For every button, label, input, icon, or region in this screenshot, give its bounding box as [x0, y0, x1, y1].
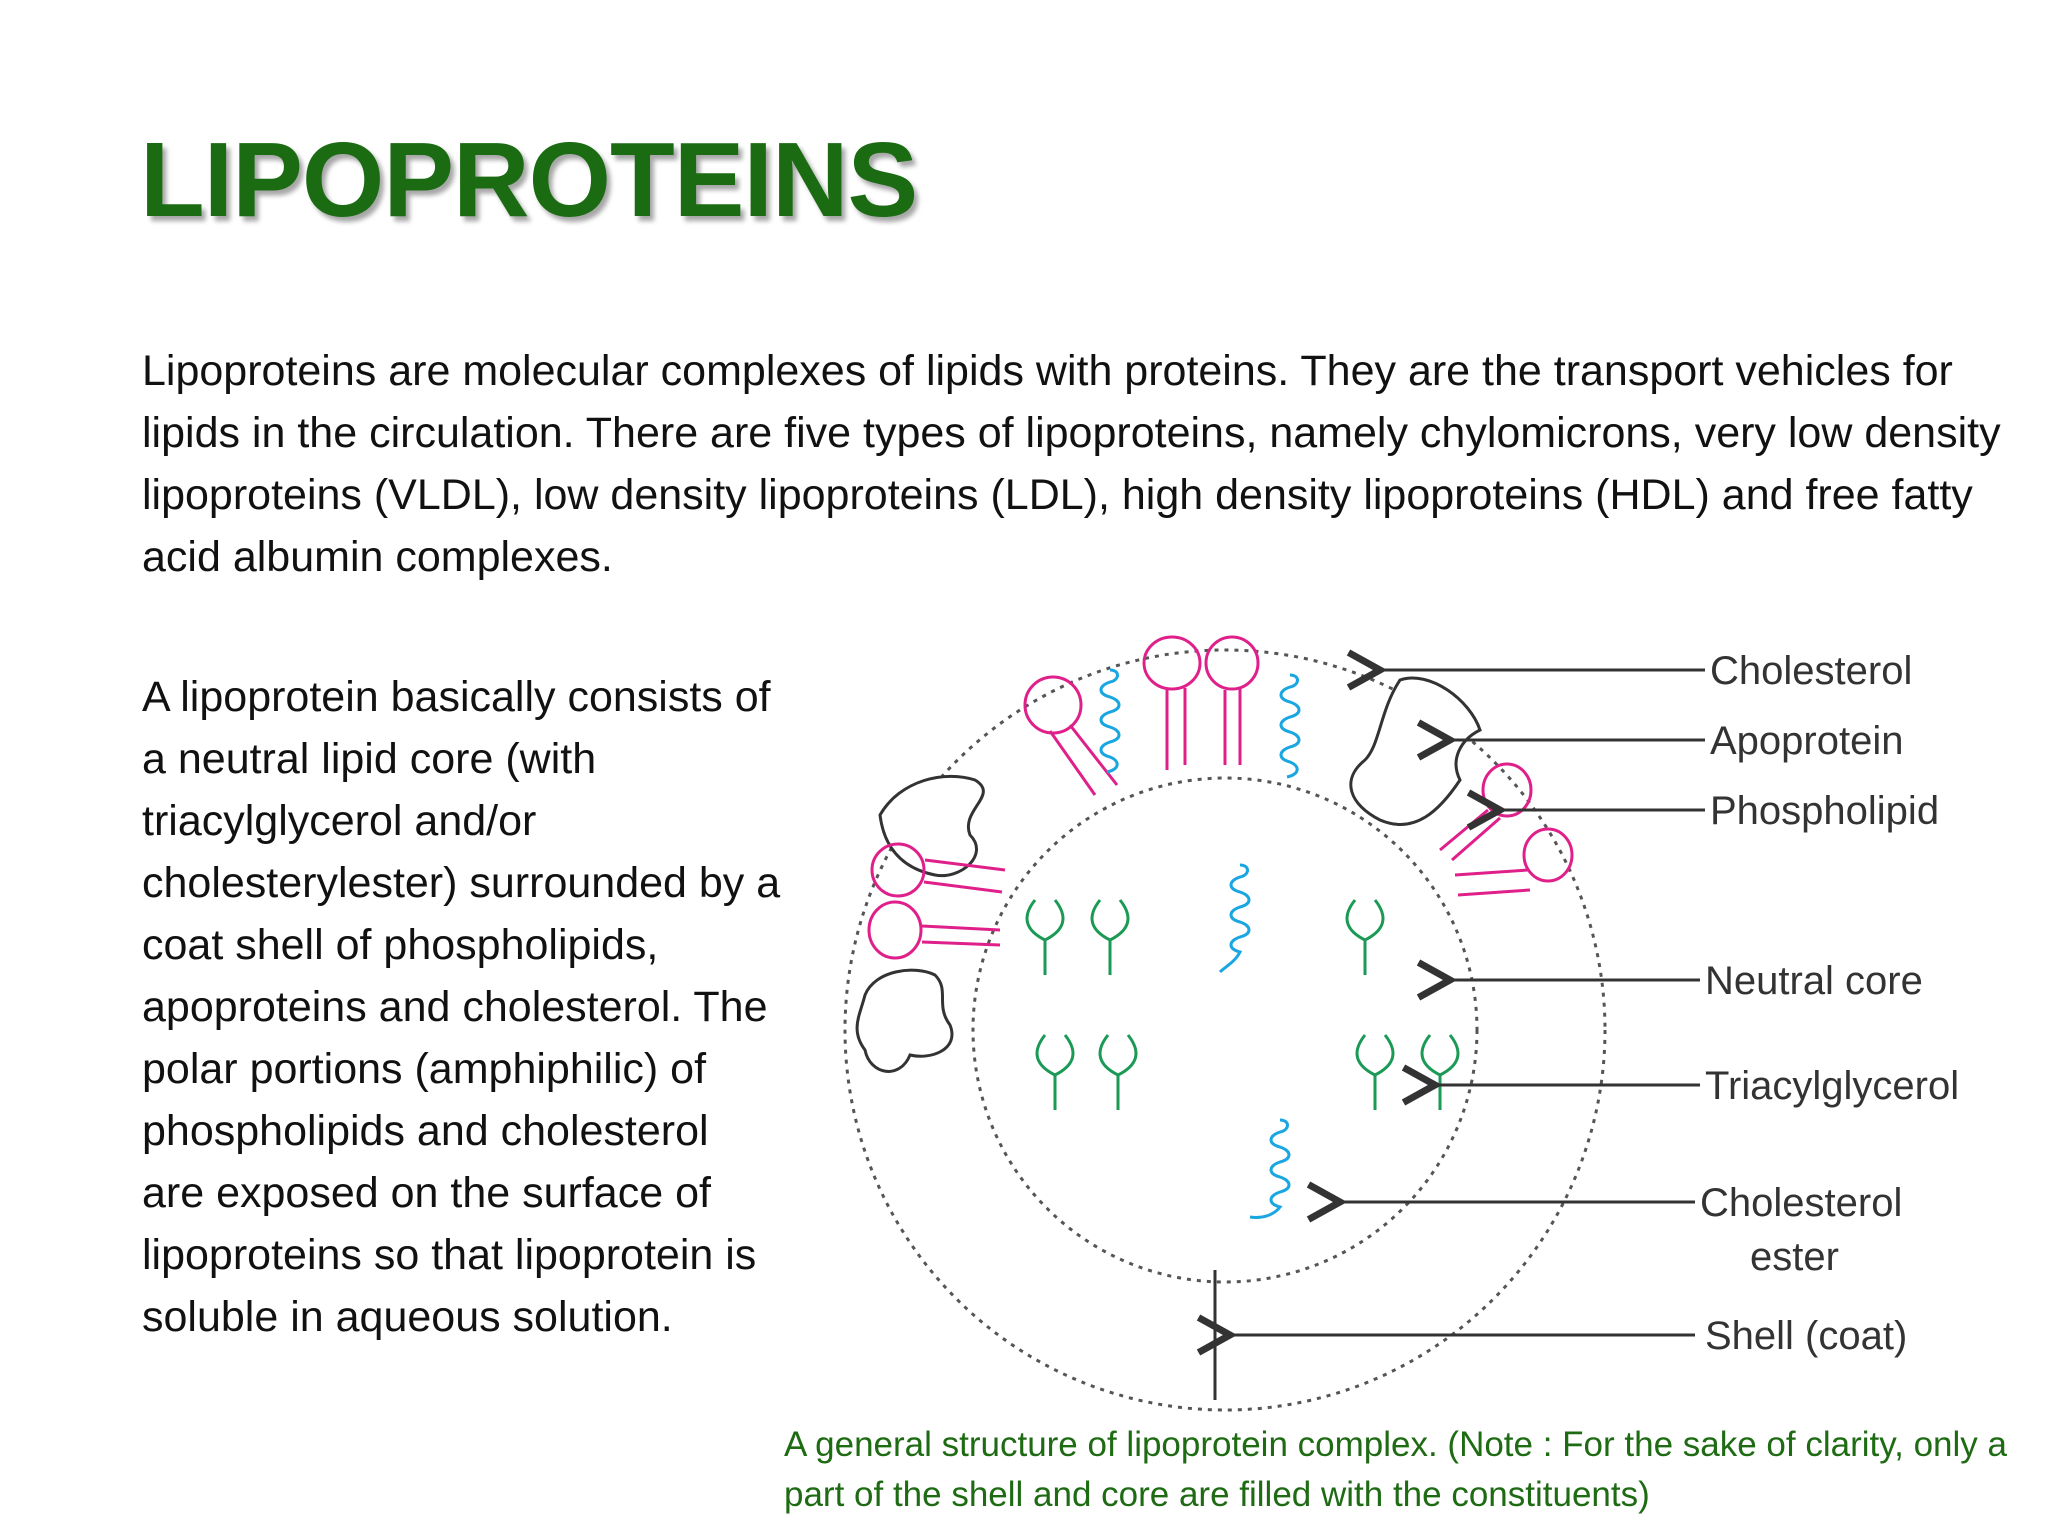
label-neutral-core: Neutral core: [1705, 959, 1923, 1003]
label-cholesterol-ester-line2: ester: [1750, 1235, 1839, 1279]
phospholipid-molecules: [867, 635, 1574, 960]
apoprotein-coils: [1099, 668, 1301, 1219]
label-phospholipid: Phospholipid: [1710, 789, 1939, 833]
label-cholesterol-ester-line1: Cholesterol: [1700, 1181, 1902, 1225]
triacylglycerol-molecules: [1025, 899, 1460, 1110]
core-boundary: [971, 776, 1479, 1284]
label-apoprotein: Apoprotein: [1710, 719, 1903, 763]
lipoprotein-diagram: Cholesterol Apoprotein Phospholipid Neut…: [843, 635, 1959, 1412]
label-cholesterol: Cholesterol: [1710, 649, 1912, 693]
body-paragraph: A lipoprotein basically consists of a ne…: [142, 673, 781, 1341]
label-shell-coat: Shell (coat): [1705, 1314, 1907, 1358]
cholesterol-molecules: [855, 676, 1482, 1073]
outer-boundary: [843, 648, 1607, 1412]
figure-caption: A general structure of lipoprotein compl…: [784, 1425, 2007, 1514]
intro-paragraph: Lipoproteins are molecular complexes of …: [142, 347, 2001, 581]
label-triacylglycerol: Triacylglycerol: [1705, 1064, 1959, 1108]
slide-title: LIPOPROTEINS: [140, 121, 918, 239]
leader-lines: [1230, 670, 1705, 1335]
